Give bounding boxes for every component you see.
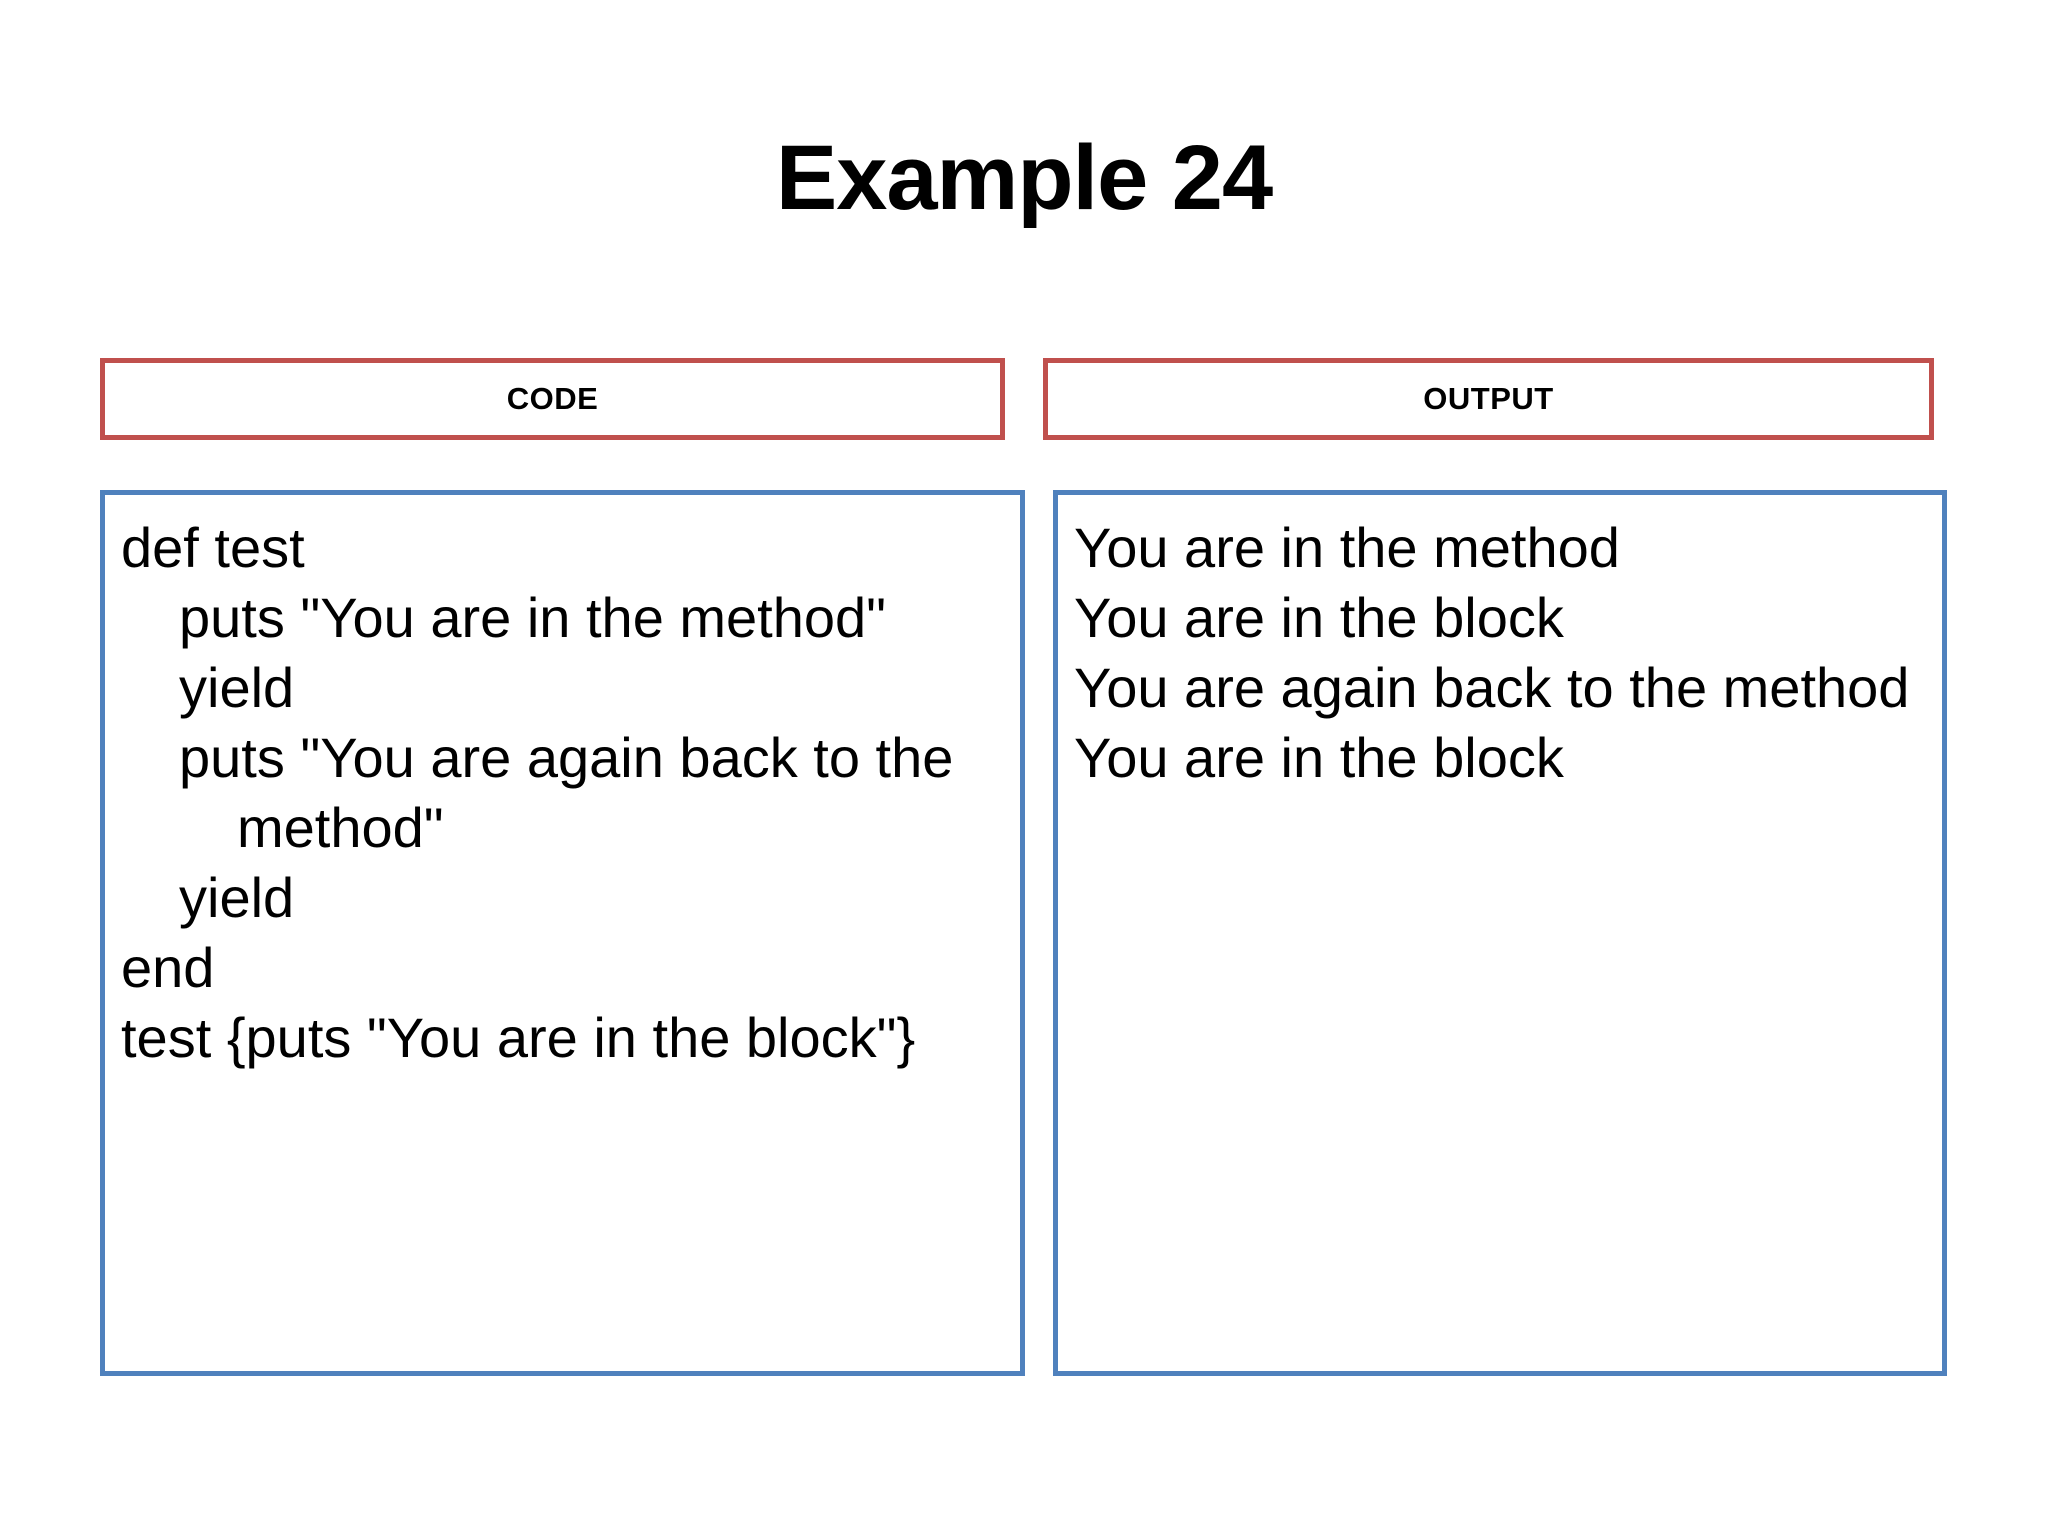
output-line: You are again back to the method (1074, 656, 1910, 719)
code-line: test {puts "You are in the block"} (121, 1006, 916, 1069)
code-line: puts "You are in the method" (179, 586, 887, 649)
code-column-header: CODE (100, 358, 1005, 440)
code-line: def test (121, 516, 305, 579)
output-line: You are in the block (1074, 586, 1564, 649)
code-line: yield (179, 656, 295, 719)
output-line: You are in the method (1074, 516, 1620, 579)
output-column-header: OUTPUT (1043, 358, 1934, 440)
code-line: yield (179, 866, 295, 929)
output-line: You are in the block (1074, 726, 1564, 789)
code-column-header-label: CODE (506, 381, 599, 416)
code-panel: def test puts "You are in the method" yiel… (100, 490, 1025, 1376)
code-lines-container: def test puts "You are in the method" yiel… (105, 495, 1020, 1083)
page-title: Example 24 (775, 127, 1273, 229)
code-line: end (121, 936, 215, 999)
code-line: puts "You are again back to the method" (179, 726, 954, 859)
output-column-header-label: OUTPUT (1423, 381, 1554, 416)
